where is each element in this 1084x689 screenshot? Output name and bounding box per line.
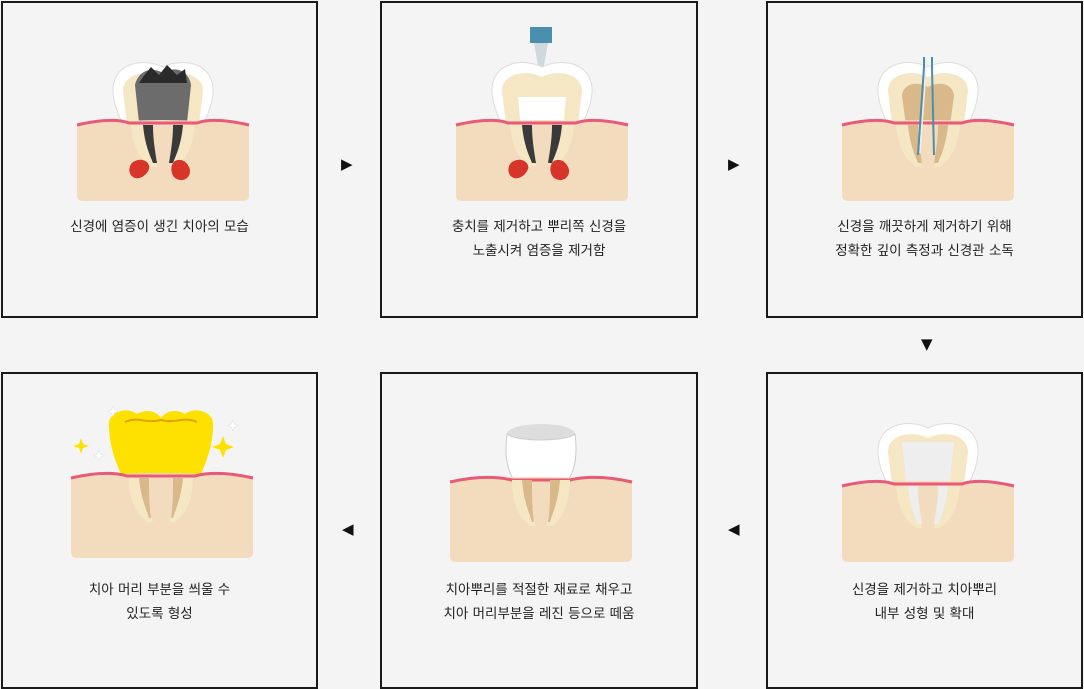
arrow-right-2: ▶ [728, 155, 740, 173]
drilled-tooth-illustration [455, 27, 629, 201]
step-4-card: 신경을 제거하고 치아뿌리 내부 성형 및 확대 [766, 372, 1083, 689]
crowned-tooth-illustration [70, 405, 254, 558]
step-6-caption-line2: 있도록 형성 [126, 606, 193, 622]
step-1-card: 신경에 염증이 생긴 치아의 모습 [1, 1, 318, 318]
canal-shaping-illustration [841, 423, 1015, 562]
step-2-card: 충치를 제거하고 뿌리쪽 신경을 노출시켜 염증을 제거함 [380, 1, 698, 318]
arrow-down: ▼ [921, 335, 933, 353]
sparkle-icon [73, 438, 89, 454]
step-3-caption: 신경을 깨끗하게 제거하기 위해 정확한 깊이 측정과 신경관 소독 [768, 215, 1081, 263]
step-2-caption: 충치를 제거하고 뿌리쪽 신경을 노출시켜 염증을 제거함 [382, 215, 696, 263]
arrow-right-1: ▶ [341, 155, 353, 173]
step-1-caption: 신경에 염증이 생긴 치아의 모습 [3, 215, 316, 239]
step-5-caption-line1: 치아뿌리를 적절한 재료로 채우고 [445, 582, 633, 598]
step-5-card: 치아뿌리를 적절한 재료로 채우고 치아 머리부분을 레진 등으로 떼움 [380, 372, 698, 689]
inflamed-tooth-illustration [76, 62, 250, 201]
step-6-caption: 치아 머리 부분을 씌울 수 있도록 형성 [3, 578, 316, 626]
step-3-caption-line2: 정확한 깊이 측정과 신경관 소독 [835, 243, 1014, 259]
step-2-caption-line1: 충치를 제거하고 뿌리쪽 신경을 [451, 219, 627, 235]
step-3-caption-line1: 신경을 깨끗하게 제거하기 위해 [837, 219, 1012, 235]
step-4-caption-line1: 신경을 제거하고 치아뿌리 [851, 582, 998, 598]
step-3-card: 신경을 깨끗하게 제거하기 위해 정확한 깊이 측정과 신경관 소독 [766, 1, 1083, 318]
arrow-left-1: ◀ [728, 520, 740, 538]
step-2-caption-line2: 노출시켜 염증을 제거함 [472, 243, 606, 259]
arrow-left-2: ◀ [342, 520, 354, 538]
step-6-caption-line1: 치아 머리 부분을 씌울 수 [88, 582, 231, 598]
sparkle-icon [226, 419, 240, 432]
sparkle-icon [212, 436, 234, 458]
sparkle-icon [106, 405, 120, 418]
step-6-card: 치아 머리 부분을 씌울 수 있도록 형성 [1, 372, 318, 689]
step-5-caption: 치아뿌리를 적절한 재료로 채우고 치아 머리부분을 레진 등으로 떼움 [382, 578, 696, 626]
step-4-caption-line2: 내부 성형 및 확대 [874, 606, 975, 622]
sparkle-icon [92, 449, 106, 462]
filled-tooth-illustration [449, 424, 633, 562]
step-4-caption: 신경을 제거하고 치아뿌리 내부 성형 및 확대 [768, 578, 1081, 626]
canal-measuring-illustration [841, 57, 1015, 201]
step-1-caption-line1: 신경에 염증이 생긴 치아의 모습 [70, 219, 249, 235]
step-5-caption-line2: 치아 머리부분을 레진 등으로 떼움 [443, 606, 635, 622]
